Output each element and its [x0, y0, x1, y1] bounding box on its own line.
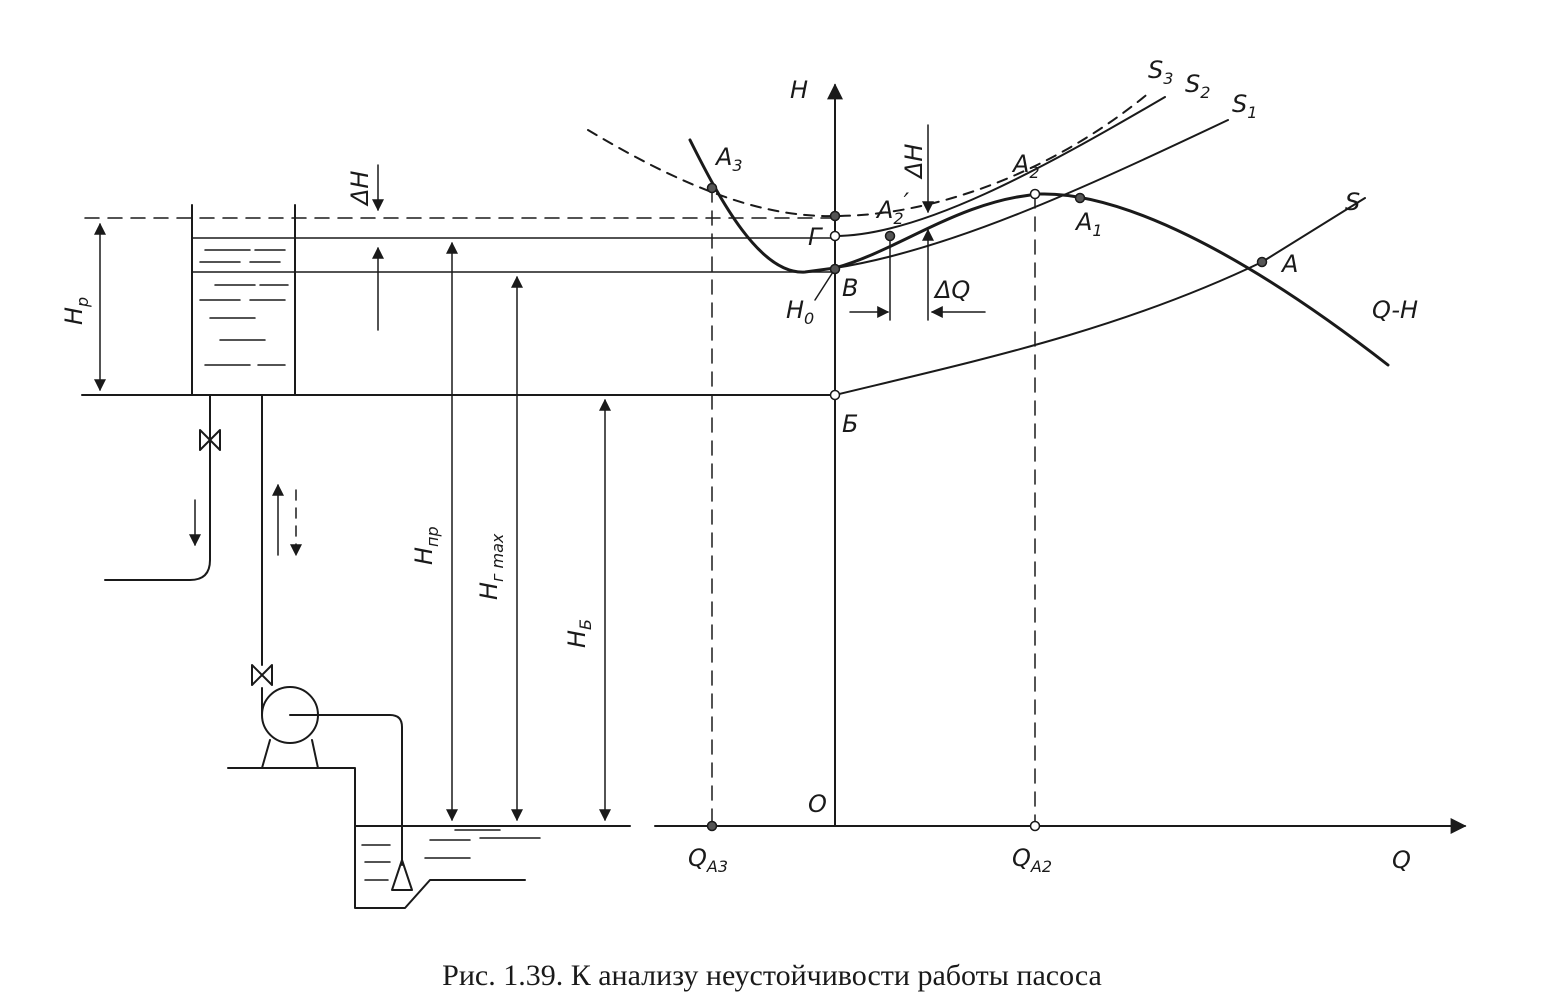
label-Q-axis: Q	[1392, 846, 1411, 874]
H0-leader	[814, 271, 834, 301]
pump-foundation-and-pit	[227, 767, 526, 909]
curve-S	[834, 197, 1366, 396]
point-QA2-axis	[1029, 820, 1041, 832]
label-A3: A3	[714, 143, 743, 175]
label-S: S	[1345, 188, 1360, 216]
label-G: Г	[808, 223, 823, 251]
label-QA2: QA2	[1012, 844, 1052, 876]
point-QA3-axis	[706, 820, 718, 832]
tank-outlet-pipe	[104, 394, 211, 581]
figure-caption: Рис. 1.39. К анализу неустойчивости рабо…	[442, 959, 1102, 992]
point-A1	[1074, 192, 1086, 204]
labels: H Q O S S1 S2 S3 A A1 A2 A2′ A3 Г В Б H0…	[60, 56, 1418, 876]
installation-schematic	[81, 164, 839, 909]
pump-icon	[261, 686, 319, 769]
label-dH-mid: ΔH	[900, 144, 928, 180]
label-A1: A1	[1074, 208, 1103, 240]
label-Bb: Б	[842, 410, 858, 438]
curve-S3	[587, 91, 1151, 218]
characteristic-graph	[587, 83, 1467, 834]
label-dH-left: ΔH	[346, 171, 374, 207]
point-A2-prime	[884, 230, 896, 242]
curve-Q-H	[688, 138, 1390, 367]
outlet-valve-icon	[199, 427, 221, 451]
label-Hgmax: Hг max	[475, 533, 507, 600]
label-HB: HБ	[563, 619, 595, 648]
label-dQ: ΔQ	[933, 276, 970, 304]
label-S3: S3	[1148, 56, 1173, 88]
label-QA3: QA3	[688, 844, 728, 876]
foot-valve-icon	[391, 859, 413, 891]
label-Hp: Hp	[60, 297, 92, 325]
point-S3-vertex	[829, 210, 841, 222]
curve-S1	[834, 119, 1229, 269]
label-A2-prime: A2′	[875, 188, 910, 228]
point-A3	[706, 182, 718, 194]
label-H-axis: H	[790, 76, 808, 104]
label-A2: A2	[1011, 150, 1040, 182]
label-S2: S2	[1185, 70, 1210, 102]
point-Bb	[829, 389, 841, 401]
label-B: В	[842, 274, 858, 302]
label-H0: H0	[786, 296, 814, 328]
point-G	[829, 230, 841, 242]
lower-water-hatching	[361, 829, 541, 881]
label-S1: S1	[1232, 90, 1257, 122]
suction-pipe	[317, 714, 403, 866]
label-Hpr: Hпр	[410, 526, 442, 565]
point-A	[1256, 256, 1268, 268]
curve-S2	[834, 96, 1166, 237]
point-B	[829, 263, 841, 275]
tank-water-hatching	[199, 249, 289, 366]
label-Q-H: Q-H	[1372, 296, 1418, 324]
label-A: A	[1280, 250, 1298, 278]
supply-valve-icon	[251, 664, 273, 686]
point-A2	[1029, 188, 1041, 200]
label-origin: O	[808, 790, 827, 818]
